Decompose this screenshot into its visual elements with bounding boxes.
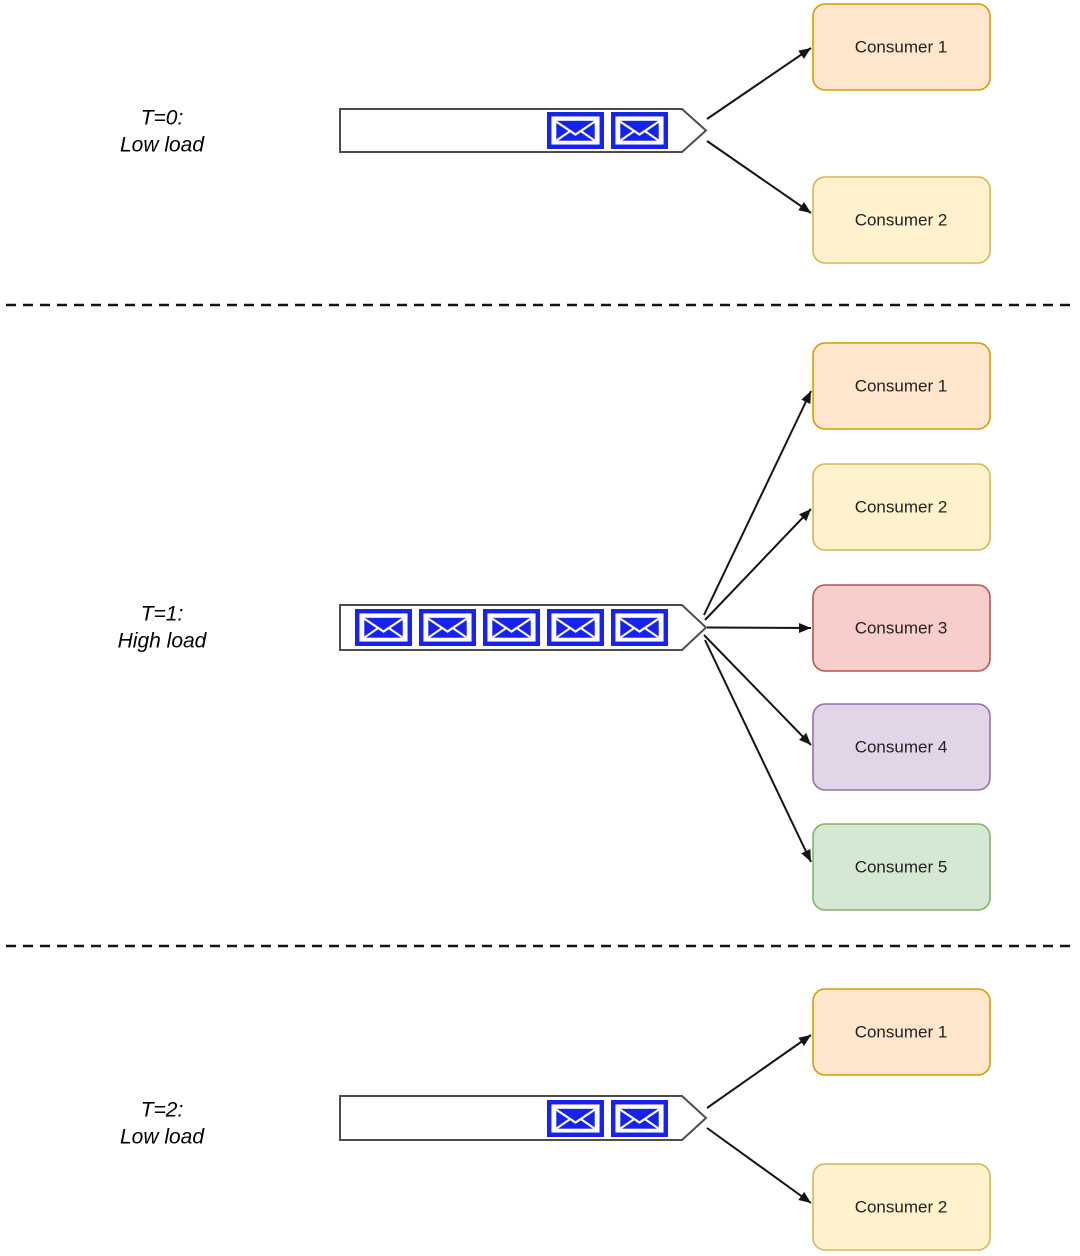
consumer-1-label: Consumer 1 [855, 38, 948, 57]
arrow-queue-to-consumer-1 [706, 1034, 812, 1109]
envelope-icon [549, 114, 602, 147]
consumer-1-box [812, 3, 991, 91]
consumer-2-label: Consumer 2 [855, 498, 948, 517]
consumer-1-box [812, 342, 991, 430]
section-time-label: T=1: [141, 603, 184, 626]
consumer-box: Consumer 1 [812, 3, 991, 91]
consumer-box: Consumer 2 [812, 463, 991, 551]
consumer-2-label: Consumer 2 [855, 211, 948, 230]
consumer-box: Consumer 1 [812, 342, 991, 430]
consumer-2-box [812, 176, 991, 264]
consumer-5-label: Consumer 5 [855, 858, 948, 877]
arrow-queue-to-consumer-1 [703, 390, 812, 616]
arrow-queue-to-consumer-3 [706, 622, 812, 633]
consumer-box: Consumer 3 [812, 584, 991, 672]
envelope-icon [549, 611, 602, 644]
section-time-label: T=0: [141, 107, 184, 130]
consumer-2-box [812, 463, 991, 551]
consumer-box: Consumer 4 [812, 703, 991, 791]
envelope-icon [485, 611, 538, 644]
consumer-box: Consumer 2 [812, 176, 991, 264]
section-t2-low-load: T=2: Low load Consumer 1 Consumer 2 [120, 988, 991, 1251]
section-time-label: T=2: [141, 1099, 184, 1122]
consumer-2-label: Consumer 2 [855, 1198, 948, 1217]
envelope-icon [613, 611, 666, 644]
section-load-label: Low load [120, 134, 205, 157]
consumer-5-box [812, 823, 991, 911]
envelope-icon [549, 1102, 602, 1135]
section-load-label: Low load [120, 1126, 205, 1149]
consumer-1-label: Consumer 1 [855, 1023, 948, 1042]
arrow-queue-to-consumer-1 [706, 47, 812, 120]
consumer-4-box [812, 703, 991, 791]
consumer-box: Consumer 1 [812, 988, 991, 1076]
consumer-3-box [812, 584, 991, 672]
arrow-queue-to-consumer-5 [704, 639, 812, 863]
arrow-queue-to-consumer-4 [703, 634, 812, 746]
section-t0-low-load: T=0: Low load Consumer 1 Consumer 2 [120, 3, 991, 264]
consumer-4-label: Consumer 4 [855, 738, 948, 757]
envelope-icon [421, 611, 474, 644]
consumer-box: Consumer 2 [812, 1163, 991, 1251]
arrow-queue-to-consumer-2 [704, 508, 812, 621]
envelope-icon [613, 1102, 666, 1135]
arrow-queue-to-consumer-2 [706, 1127, 812, 1204]
envelope-icon [357, 611, 410, 644]
consumer-2-box [812, 1163, 991, 1251]
arrow-queue-to-consumer-2 [706, 140, 812, 214]
envelope-icon [613, 114, 666, 147]
consumer-1-label: Consumer 1 [855, 377, 948, 396]
section-load-label: High load [118, 630, 208, 653]
consumer-3-label: Consumer 3 [855, 619, 948, 638]
consumer-1-box [812, 988, 991, 1076]
section-t1-high-load: T=1: High load Consumer 1 Consumer 2 Con… [118, 342, 991, 911]
consumer-box: Consumer 5 [812, 823, 991, 911]
